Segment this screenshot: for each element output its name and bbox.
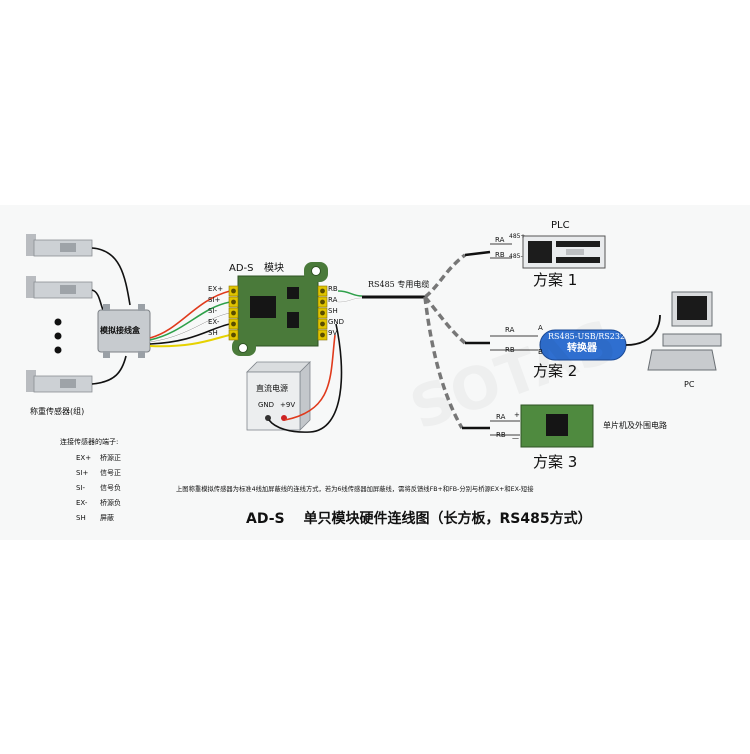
rs485-converter [490, 314, 661, 361]
legend-code: SI+ [76, 469, 89, 477]
power-9v-label: +9V [280, 401, 296, 409]
plc-pin-rb: RB [495, 251, 505, 259]
wire-gnd [268, 323, 343, 433]
converter-mark-b: B [538, 348, 543, 356]
mcu-mark-minus: — [512, 434, 519, 442]
converter-pin-ra: RA [505, 326, 515, 334]
wire-si-plus [149, 301, 231, 341]
ellipsis-dot [54, 332, 62, 340]
terminal-screw [231, 310, 236, 316]
terminal-screw [320, 288, 325, 294]
module-pin-label: SH [328, 307, 338, 315]
ellipsis-dot [54, 346, 62, 354]
plc-mark-485-minus: 485- [509, 253, 523, 260]
module-board [232, 262, 328, 356]
module-pin-label: SH [208, 329, 218, 337]
cable-to-converter [423, 295, 467, 345]
wire-rb [337, 290, 363, 297]
module-pin-label: EX- [208, 318, 220, 326]
module-pin-label: SI- [208, 307, 218, 315]
legend-desc: 桥源负 [100, 499, 121, 507]
converter-label-en: RS485-USB/RS232 [548, 332, 626, 341]
module-pin-label: GND [328, 318, 345, 326]
wire-sh [149, 334, 231, 348]
scheme-1-label: 方案 1 [533, 271, 578, 289]
module-name-suffix: 模块 [264, 263, 284, 274]
module-pin-label: RA [328, 296, 338, 304]
legend-desc: 桥源正 [100, 454, 121, 462]
legend-desc: 信号负 [100, 484, 121, 492]
module-pin-label: RB [328, 285, 338, 293]
pc-computer [647, 291, 722, 371]
diagram-caption: AD-S 单只模块硬件连线图（长方板，RS485方式） [246, 511, 592, 527]
pc-label: PC [684, 380, 695, 389]
module-pin-label: SI+ [208, 296, 221, 304]
wire-ex-plus [149, 290, 231, 339]
load-cell-2 [26, 276, 93, 299]
legend-code: SH [76, 514, 86, 522]
terminal-screw [231, 332, 236, 338]
legend-title: 连接传感器的端子: [60, 438, 119, 446]
mcu-pin-ra: RA [496, 413, 506, 421]
legend-code: EX- [76, 499, 88, 507]
junction-box-label: 模拟接线盒 [100, 326, 140, 335]
backdrop-band [0, 205, 750, 540]
scheme-3-label: 方案 3 [533, 453, 578, 471]
junction-box [97, 304, 151, 358]
scheme-2-label: 方案 2 [533, 362, 578, 380]
terminal-screw [320, 321, 325, 327]
terminal-screw [320, 332, 325, 338]
sensor-group-label: 称重传感器(组) [30, 407, 85, 416]
wire-ex-minus [149, 323, 231, 345]
module-pin-label: 9V [328, 329, 338, 337]
terminal-screw [320, 310, 325, 316]
terminal-screw [231, 299, 236, 305]
legend-desc: 屏蔽 [100, 514, 114, 522]
plc-pin-ra: RA [495, 236, 505, 244]
power-supply [246, 361, 311, 431]
load-cell-3 [26, 370, 93, 393]
mcu-mark-plus: + [514, 411, 520, 419]
plc-mark-485-plus: 485+ [509, 233, 526, 240]
power-gnd-label: GND [258, 401, 275, 409]
mcu-label: 单片机及外围电路 [603, 421, 667, 430]
legend-code: SI- [76, 484, 86, 492]
legend-code: EX+ [76, 454, 92, 462]
converter-label-cn: 转换器 [567, 343, 597, 354]
cable-label: RS485 专用电缆 [368, 280, 430, 289]
converter-mark-a: A [538, 324, 543, 332]
wiring-note: 上图称重模拟传感器为标准4线加屏蔽线的连线方式，若为6线传感器加屏蔽线，需将反馈… [176, 486, 534, 493]
plc-device [490, 235, 606, 269]
terminal-screw [320, 299, 325, 305]
mcu-board [490, 404, 594, 448]
legend-desc: 信号正 [100, 469, 121, 477]
cable-to-plc [423, 253, 467, 299]
module-name: AD-S [229, 263, 254, 274]
module-pin-label: EX+ [208, 285, 224, 293]
plc-label: PLC [551, 220, 570, 231]
ellipsis-dot [54, 318, 62, 326]
converter-pin-rb: RB [505, 346, 515, 354]
wire-9v [284, 334, 336, 421]
terminal-screw [231, 288, 236, 294]
sensor-cable [91, 247, 131, 306]
sensor-cable [91, 355, 127, 385]
power-supply-label: 直流电源 [256, 384, 288, 393]
right-terminal-block [317, 285, 328, 341]
cable-to-mcu [423, 296, 464, 429]
mcu-pin-rb: RB [496, 431, 506, 439]
terminal-screw [231, 321, 236, 327]
left-terminal-block [228, 285, 239, 341]
